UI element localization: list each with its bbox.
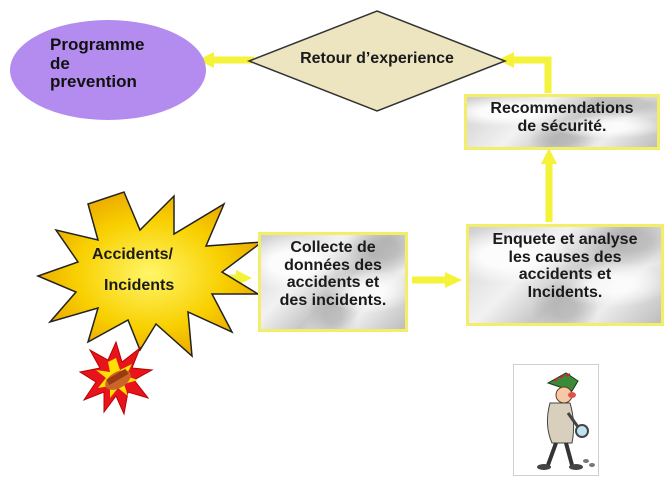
recommandations-node: Recommendations de sécurité. [464, 94, 660, 150]
enquete-label: Enquete et analyse les causes des accide… [492, 231, 638, 301]
arrow-retour-to-programme [198, 52, 254, 68]
explosion-clipart [78, 340, 154, 416]
detective-icon [537, 372, 595, 470]
programme-prevention-node: Programme de prevention [10, 20, 206, 120]
enquete-node: Enquete et analyse les causes des accide… [466, 224, 664, 326]
programme-prevention-label: Programme de prevention [50, 35, 145, 92]
detective-clipart [513, 364, 599, 476]
retour-experience-label: Retour d’experience [300, 50, 454, 67]
arrow-enquete-to-recommandations [541, 148, 557, 222]
arrow-recommandations-to-retour [498, 52, 552, 93]
arrow-collecte-to-enquete [412, 272, 462, 288]
retour-experience-diamond [246, 10, 508, 112]
accidents-starburst [36, 191, 265, 358]
recommandations-label: Recommendations de sécurité. [490, 100, 634, 135]
incidents-label: Incidents [104, 277, 175, 294]
collecte-label: Collecte de données des accidents et des… [279, 239, 387, 309]
collecte-node: Collecte de données des accidents et des… [258, 232, 408, 332]
accidents-label: Accidents/ [92, 246, 173, 263]
